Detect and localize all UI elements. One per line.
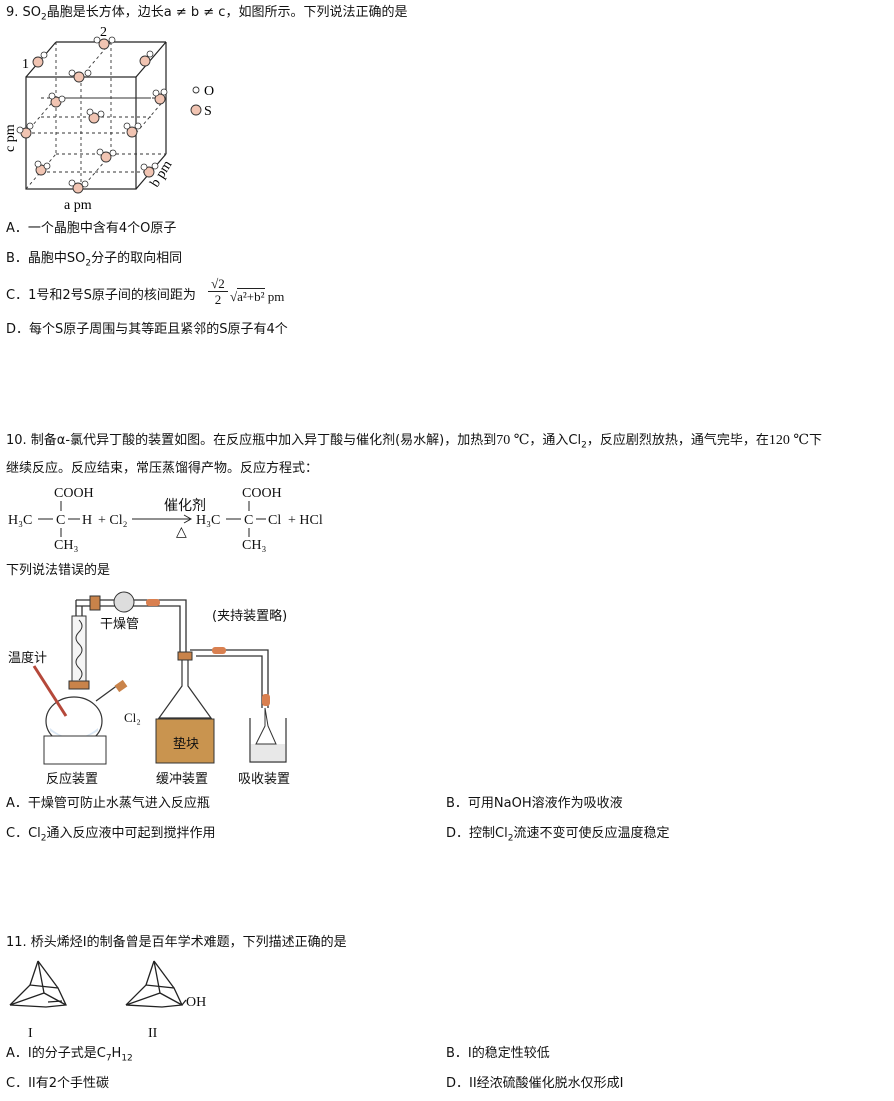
svg-text:+ Cl₂: + Cl₂ — [98, 513, 128, 528]
svg-text:COOH: COOH — [242, 486, 282, 501]
svg-text:C: C — [56, 513, 65, 528]
q9-label-2: 2 — [100, 25, 107, 40]
q9-label-c: c pm — [3, 124, 18, 152]
q9-label-a: a pm — [64, 198, 92, 213]
q11-option-c[interactable]: C．II有2个手性碳 — [6, 1076, 110, 1091]
q9-option-c[interactable]: C．1号和2号S原子间的核间距为 — [6, 288, 196, 303]
svg-text:△: △ — [176, 525, 187, 540]
q9-option-a[interactable]: A．一个晶胞中含有4个O原子 — [6, 221, 177, 236]
q10-option-d[interactable]: D．控制Cl2流速不变可使反应温度稳定 — [446, 826, 670, 844]
q11-label-oh: OH — [186, 995, 206, 1010]
svg-text:H₃C: H₃C — [8, 513, 32, 528]
q10-option-c[interactable]: C．Cl2通入反应液中可起到搅拌作用 — [6, 826, 216, 844]
q10-stem-line2: 继续反应。反应结束，常压蒸馏得产物。反应方程式： — [6, 461, 319, 476]
q9-option-c-fraction: √2 2 — [208, 276, 228, 307]
q10-label-drying-tube: 干燥管 — [100, 617, 139, 632]
q11-stem: 11. 桥头烯烃I的制备曾是百年学术难题，下列描述正确的是 — [6, 935, 347, 950]
q9-legend-o: O — [204, 84, 214, 99]
q10-label-pad: 垫块 — [173, 736, 199, 752]
q11-label-ii: II — [148, 1026, 158, 1041]
q10-label-reactor: 反应装置 — [46, 771, 98, 787]
q9-label-1: 1 — [22, 57, 29, 72]
q11-structures-figure: OH I II — [9, 960, 206, 1041]
q9-crystal-figure: 1 2 O S c pm b pm a pm — [3, 25, 214, 213]
svg-text:C: C — [244, 513, 253, 528]
q11-label-i: I — [28, 1026, 33, 1041]
svg-text:COOH: COOH — [54, 486, 94, 501]
q9-option-c-root: √a²+b² pm — [230, 288, 285, 304]
svg-text:Cl: Cl — [268, 513, 281, 528]
q9-option-b[interactable]: B．晶胞中SO2分子的取向相同 — [6, 251, 183, 269]
q10-option-b[interactable]: B．可用NaOH溶液作为吸收液 — [446, 796, 623, 811]
svg-text:H: H — [82, 513, 92, 528]
q11-option-a[interactable]: A．I的分子式是C7H12 — [6, 1046, 133, 1064]
q10-label-thermometer: 温度计 — [8, 650, 47, 666]
q9-legend-s: S — [204, 104, 212, 119]
q10-label-clamp-note: (夹持装置略) — [212, 608, 287, 624]
q9-stem: 9. SO2晶胞是长方体，边长a ≠ b ≠ c，如图所示。下列说法正确的是 — [6, 5, 408, 23]
q10-stem-line1: 10. 制备α-氯代异丁酸的装置如图。在反应瓶中加入异丁酸与催化剂(易水解)，加… — [6, 433, 823, 451]
q10-reaction-equation: COOH H₃C C H + Cl₂ CH₃ 催化剂 △ COOH H₃C C … — [8, 486, 323, 553]
q11-option-d[interactable]: D．II经浓硫酸催化脱水仅形成I — [446, 1076, 624, 1091]
q10-option-a[interactable]: A．干燥管可防止水蒸气进入反应瓶 — [6, 796, 210, 811]
svg-text:H₃C: H₃C — [196, 513, 220, 528]
q11-option-b[interactable]: B．I的稳定性较低 — [446, 1046, 550, 1061]
q10-label-cl2: Cl₂ — [124, 710, 141, 725]
q10-label-absorber: 吸收装置 — [238, 772, 290, 787]
svg-text:+ HCl: + HCl — [288, 513, 323, 528]
svg-text:CH₃: CH₃ — [54, 538, 78, 553]
q10-stem-line3: 下列说法错误的是 — [6, 563, 111, 578]
q9-option-d[interactable]: D．每个S原子周围与其等距且紧邻的S原子有4个 — [6, 322, 288, 337]
q10-label-buffer: 缓冲装置 — [156, 772, 208, 787]
q10-apparatus-figure: 干燥管 (夹持装置略) 温度计 Cl₂ 垫块 反应装置 缓冲装置 吸收装置 — [8, 591, 290, 787]
svg-text:催化剂: 催化剂 — [164, 498, 206, 514]
svg-text:CH₃: CH₃ — [242, 538, 266, 553]
q9-label-b: b pm — [148, 158, 176, 190]
